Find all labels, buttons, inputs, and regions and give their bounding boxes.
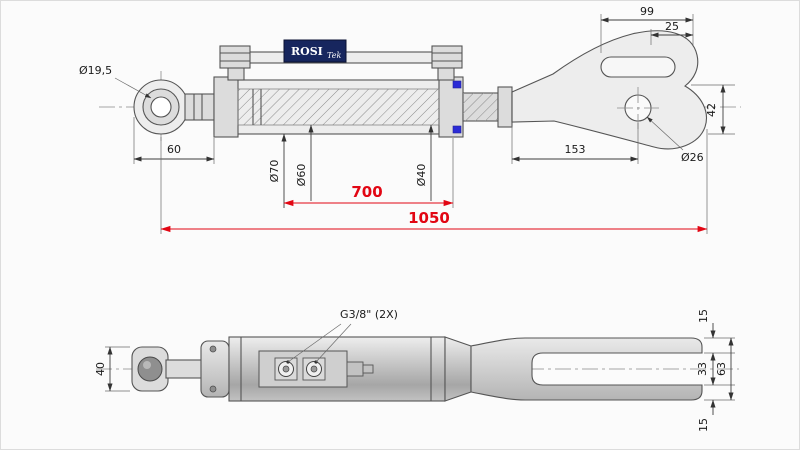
- port-callout: G3/8" (2X): [286, 308, 398, 364]
- dim-99: 99: [600, 5, 694, 53]
- dim-od70-text: Ø70: [268, 160, 281, 183]
- fork-end: [511, 30, 707, 150]
- dim-153-text: 153: [565, 143, 586, 156]
- dim-63-text: 63: [715, 362, 728, 376]
- brand-name: ROSI: [291, 45, 323, 58]
- fork-side: [470, 337, 703, 401]
- dim-bore60-text: Ø60: [295, 164, 308, 187]
- dim-rod40-text: Ø40: [415, 164, 428, 187]
- brand-plate-bg: [283, 39, 347, 63]
- dim-60-text: 60: [167, 143, 181, 156]
- dim-hole-26: Ø26: [646, 116, 704, 164]
- dim-63: 63: [704, 337, 735, 401]
- dim-eye-bore: Ø19,5: [79, 64, 152, 99]
- cylinder-body-side: [200, 336, 472, 402]
- dim-rod: Ø40: [415, 124, 434, 201]
- dim-700-text: 700: [351, 183, 382, 201]
- dim-40-text: 40: [94, 362, 107, 376]
- brand-plate: ROSI Tek: [283, 39, 347, 63]
- dim-eye-bore-text: Ø19,5: [79, 64, 112, 77]
- seal-bottom: [452, 125, 462, 134]
- piston-rod: [462, 86, 513, 128]
- dim-40: 40: [94, 346, 130, 392]
- dim-153: 153: [511, 123, 639, 164]
- dim-hole26-text: Ø26: [681, 151, 704, 164]
- dim-33-text: 33: [696, 362, 709, 376]
- fork-prongs: [470, 337, 703, 401]
- dim-25: 25: [650, 20, 694, 45]
- fitting-stem-right: [437, 66, 455, 81]
- eye-end-side: [131, 346, 205, 392]
- bottom-view: 40 G3/8" (2X): [94, 308, 739, 432]
- fitting-stem-left: [227, 66, 245, 81]
- dim-42: 42: [691, 84, 735, 135]
- dim-1050: 1050: [160, 129, 708, 234]
- section-hatch: [237, 88, 440, 126]
- dim-1050-text: 1050: [408, 209, 450, 227]
- port-label: G3/8" (2X): [340, 308, 398, 321]
- dim-700: 700: [283, 138, 454, 208]
- dim-15-bottom-text: 15: [697, 418, 710, 432]
- eye-bore: [150, 96, 172, 118]
- rod-collar: [497, 86, 513, 128]
- bleed-fitting: [346, 361, 364, 377]
- fork-slot: [600, 56, 676, 78]
- top-view: ROSI Tek 99: [79, 5, 741, 234]
- eye-stem: [165, 359, 205, 379]
- left-cap: [213, 76, 239, 138]
- dim-42-text: 42: [705, 103, 718, 117]
- dim-15-top: 15: [697, 309, 735, 339]
- eye-end: [133, 71, 216, 143]
- dim-bore: Ø60: [295, 124, 314, 201]
- seal-top: [452, 80, 462, 89]
- barrel-taper: [444, 336, 472, 402]
- eye-clamp: [184, 93, 216, 121]
- brand-sub: Tek: [327, 51, 341, 60]
- fork-plate: [511, 30, 707, 150]
- cylinder-barrel: [213, 76, 464, 138]
- dim-25-text: 25: [665, 20, 679, 33]
- hose-fitting-right: [431, 45, 463, 69]
- dim-99-text: 99: [640, 5, 654, 18]
- eye-ball: [137, 356, 163, 382]
- dim-barrel-od: Ø70: [268, 133, 287, 208]
- hose-fitting-left: [219, 45, 251, 69]
- top-fitting-assembly: ROSI Tek: [219, 39, 463, 81]
- dim-15-bottom: 15: [697, 399, 716, 432]
- dim-60: 60: [133, 117, 215, 164]
- dim-15-top-text: 15: [697, 309, 710, 323]
